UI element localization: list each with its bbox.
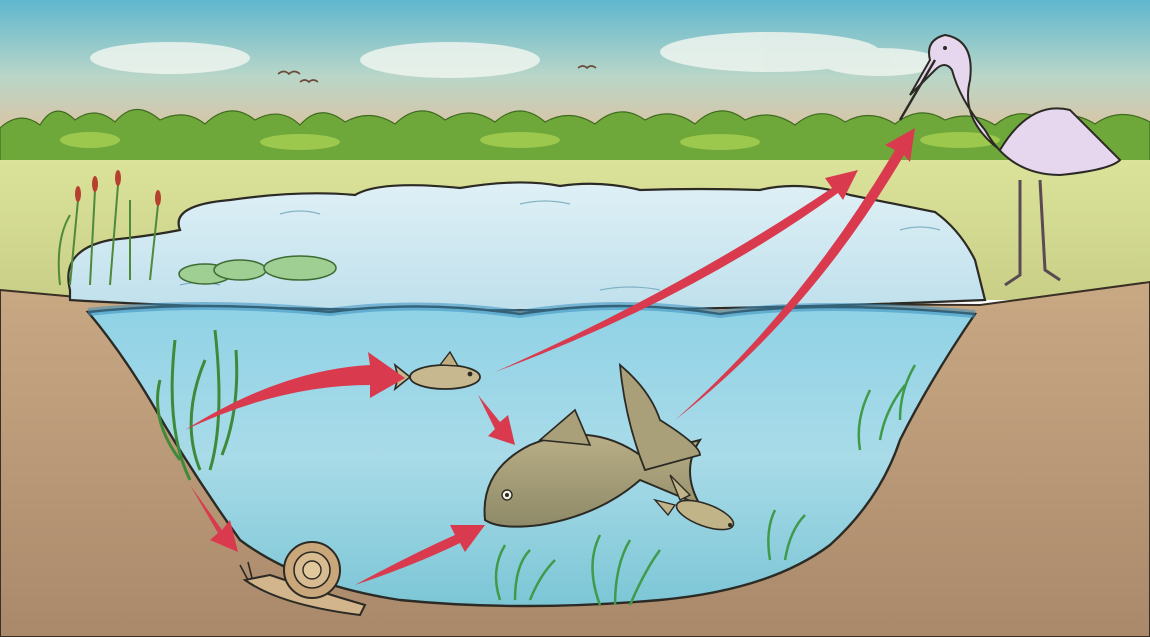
pond-food-chain-scene <box>0 0 1150 637</box>
